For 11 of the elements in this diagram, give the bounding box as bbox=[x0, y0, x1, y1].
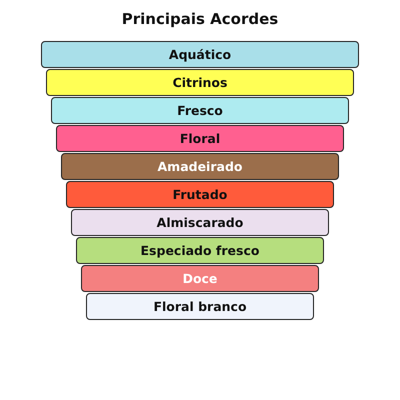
accord-bar: Citrinos bbox=[46, 69, 354, 96]
accord-bar: Floral bbox=[56, 125, 344, 152]
accord-bar: Doce bbox=[81, 265, 319, 292]
accord-bar: Aquático bbox=[41, 41, 359, 68]
accord-bar: Amadeirado bbox=[61, 153, 339, 180]
accord-bar: Frutado bbox=[66, 181, 334, 208]
accord-bar: Floral branco bbox=[86, 293, 314, 320]
diagram-title: Principais Acordes bbox=[120, 10, 280, 28]
accord-bar: Especiado fresco bbox=[76, 237, 324, 264]
accord-bar: Almiscarado bbox=[71, 209, 329, 236]
accord-bar: Fresco bbox=[51, 97, 349, 124]
